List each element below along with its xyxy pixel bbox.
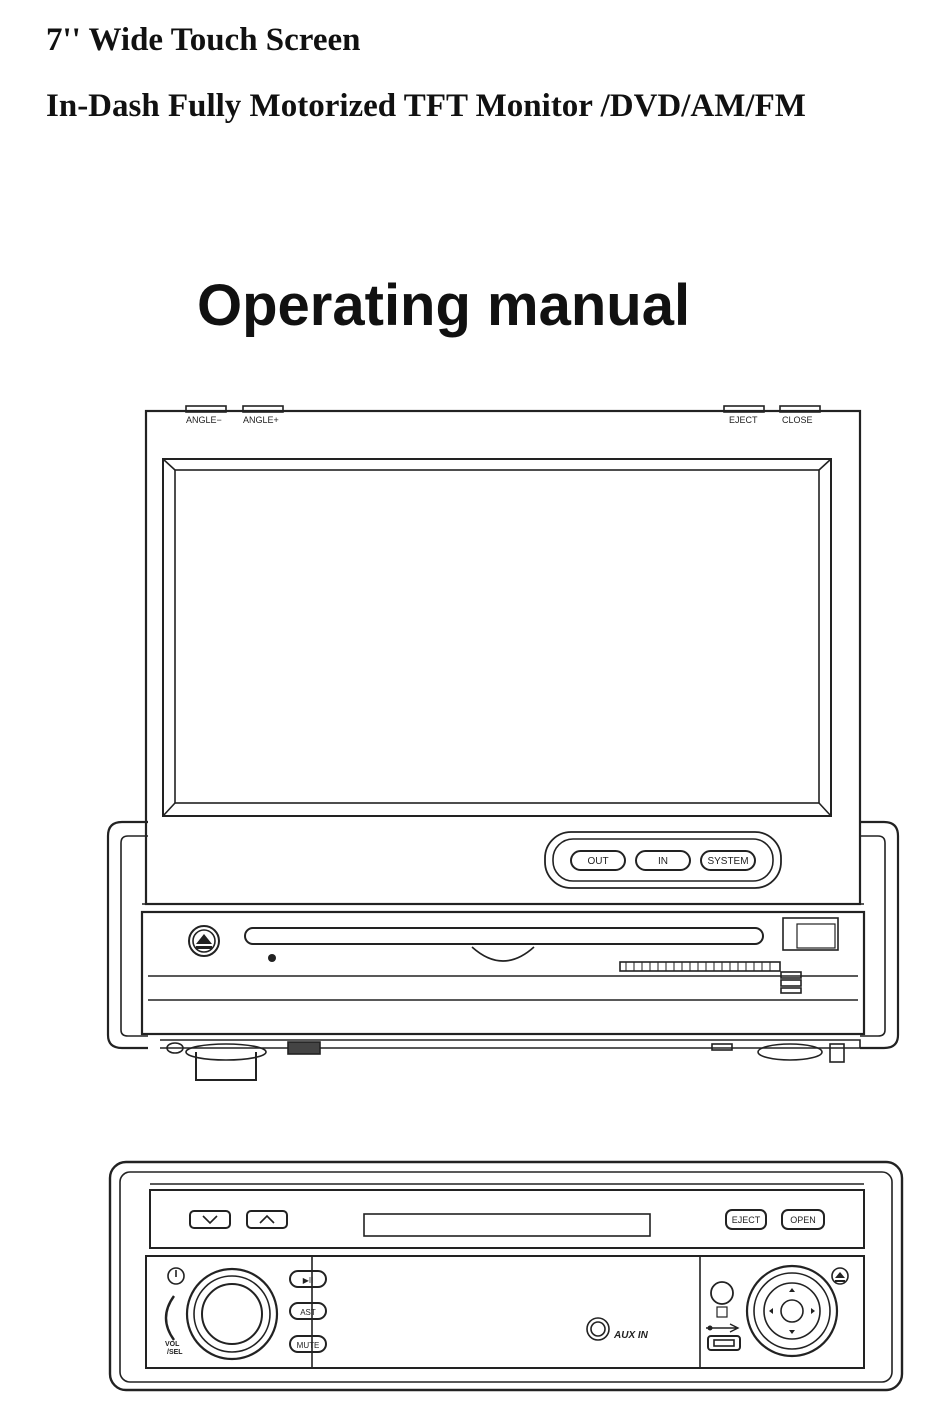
front-eject-label: EJECT (732, 1215, 761, 1225)
up-button[interactable] (246, 1210, 288, 1229)
mute-button[interactable] (289, 1335, 327, 1353)
play-pause-button[interactable] (289, 1270, 327, 1288)
arrow-left-icon (769, 1308, 773, 1314)
connector-strip (619, 961, 781, 972)
aux-in-label: AUX IN (613, 1330, 649, 1341)
disc-eject-button[interactable] (188, 925, 220, 957)
ast-label: AST (300, 1308, 316, 1317)
eject-top-label: EJECT (729, 415, 758, 425)
system-button-shape[interactable] (700, 850, 756, 871)
eject-icon (196, 934, 212, 944)
out-button-label: OUT (587, 856, 608, 867)
arrow-up-icon (789, 1288, 795, 1292)
system-button-label: SYSTEM (707, 856, 748, 867)
front-eject-button[interactable] (725, 1209, 767, 1230)
manual-title: Operating manual (197, 273, 691, 338)
usb-port[interactable] (707, 1335, 741, 1351)
arrow-right-icon (811, 1308, 815, 1314)
in-button-label: IN (658, 856, 668, 867)
down-button[interactable] (189, 1210, 231, 1229)
power-icon[interactable] (167, 1267, 185, 1285)
front-open-button[interactable] (781, 1209, 825, 1230)
navigation-pad[interactable] (745, 1264, 839, 1358)
unit-with-monitor (106, 405, 900, 1081)
out-button-shape[interactable] (570, 850, 626, 871)
close-top-label: CLOSE (782, 415, 813, 425)
volume-knob[interactable] (185, 1267, 279, 1361)
sel-label: /SEL (167, 1349, 183, 1356)
display-window (363, 1213, 651, 1237)
front-eject-icon[interactable] (831, 1267, 849, 1285)
reset-button[interactable] (710, 1281, 734, 1305)
angle-plus-label: ANGLE+ (243, 415, 279, 425)
vol-label: VOL (165, 1341, 180, 1348)
play-pause-label: ▶II (303, 1276, 314, 1285)
header-line-1: 7'' Wide Touch Screen (46, 22, 361, 58)
ir-sensor-dot (268, 954, 276, 962)
chevron-up-icon (259, 1214, 275, 1224)
front-open-label: OPEN (790, 1215, 816, 1225)
monitor-housing (144, 409, 862, 906)
chevron-down-icon (202, 1215, 218, 1225)
header-line-2: In-Dash Fully Motorized TFT Monitor /DVD… (46, 88, 806, 124)
aux-in-jack[interactable] (586, 1317, 610, 1341)
angle-minus-label: ANGLE− (186, 415, 222, 425)
disc-slot (244, 927, 764, 945)
ast-button[interactable] (289, 1302, 327, 1320)
mute-label: MUTE (297, 1341, 320, 1350)
nav-center-button[interactable] (780, 1299, 804, 1323)
front-panel-unit (108, 1160, 904, 1392)
arrow-down-icon (789, 1330, 795, 1334)
screen-bezel (162, 458, 832, 817)
in-button-shape[interactable] (635, 850, 691, 871)
touch-screen[interactable] (174, 469, 820, 804)
